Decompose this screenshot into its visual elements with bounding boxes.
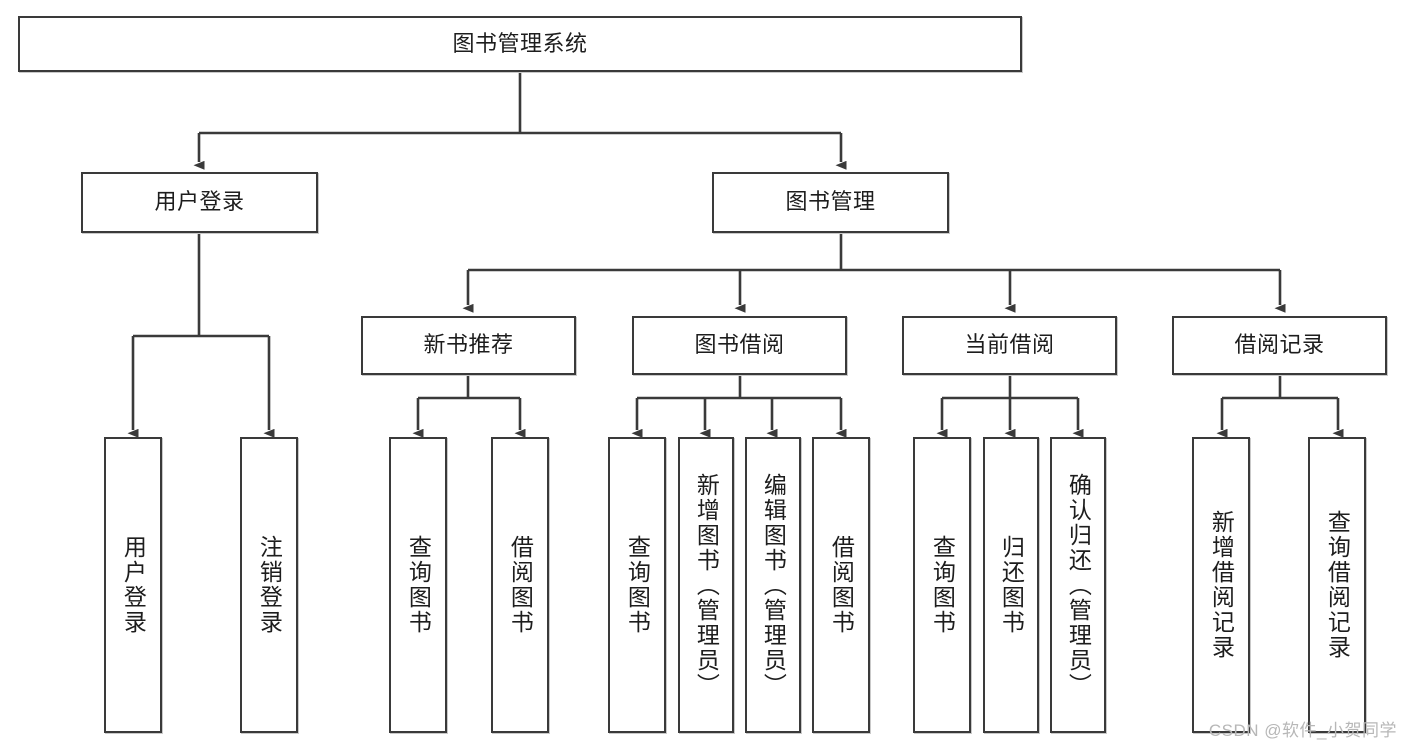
node-leaf-confirm-return-label: 确认归还（管理员） [1065,472,1092,698]
node-leaf-borrow-book-1[interactable]: 借阅图书 [491,437,549,733]
node-root-label: 图书管理系统 [452,30,588,56]
node-leaf-user-login-label: 用户登录 [120,535,147,635]
node-current-borrow[interactable]: 当前借阅 [902,316,1117,375]
node-leaf-logout-login[interactable]: 注销登录 [240,437,298,733]
node-leaf-query-book-1[interactable]: 查询图书 [389,437,447,733]
node-leaf-query-book-2-label: 查询图书 [624,535,651,635]
node-leaf-add-record-label: 新增借阅记录 [1208,510,1235,660]
node-leaf-add-book-label: 新增图书（管理员） [693,472,720,698]
node-leaf-query-book-2[interactable]: 查询图书 [608,437,666,733]
node-borrow-record-label: 借阅记录 [1234,332,1325,358]
node-borrow-record[interactable]: 借阅记录 [1172,316,1387,375]
node-leaf-query-record[interactable]: 查询借阅记录 [1308,437,1366,733]
node-leaf-borrow-book-1-label: 借阅图书 [507,535,534,635]
node-new-book-recommend[interactable]: 新书推荐 [361,316,576,375]
node-leaf-user-login[interactable]: 用户登录 [104,437,162,733]
node-new-book-recommend-label: 新书推荐 [423,332,514,358]
node-leaf-add-record[interactable]: 新增借阅记录 [1192,437,1250,733]
node-leaf-query-record-label: 查询借阅记录 [1324,510,1351,660]
node-leaf-return-book[interactable]: 归还图书 [983,437,1039,733]
node-leaf-confirm-return[interactable]: 确认归还（管理员） [1050,437,1106,733]
node-book-borrow[interactable]: 图书借阅 [632,316,847,375]
node-leaf-return-book-label: 归还图书 [998,535,1025,635]
node-leaf-borrow-book-2-label: 借阅图书 [828,535,855,635]
node-user-login-label: 用户登录 [154,189,245,215]
node-book-manage[interactable]: 图书管理 [712,172,949,233]
node-book-manage-label: 图书管理 [785,189,876,215]
watermark: CSDN @软件_小贺同学 [1208,721,1397,740]
node-leaf-edit-book-label: 编辑图书（管理员） [760,472,787,698]
node-leaf-logout-login-label: 注销登录 [256,535,283,635]
node-leaf-edit-book[interactable]: 编辑图书（管理员） [745,437,801,733]
node-user-login[interactable]: 用户登录 [81,172,318,233]
node-leaf-query-book-1-label: 查询图书 [405,535,432,635]
node-leaf-query-book-3-label: 查询图书 [929,535,956,635]
node-leaf-borrow-book-2[interactable]: 借阅图书 [812,437,870,733]
node-root[interactable]: 图书管理系统 [18,16,1022,72]
node-book-borrow-label: 图书借阅 [694,332,785,358]
node-leaf-add-book[interactable]: 新增图书（管理员） [678,437,734,733]
node-current-borrow-label: 当前借阅 [964,332,1055,358]
node-leaf-query-book-3[interactable]: 查询图书 [913,437,971,733]
